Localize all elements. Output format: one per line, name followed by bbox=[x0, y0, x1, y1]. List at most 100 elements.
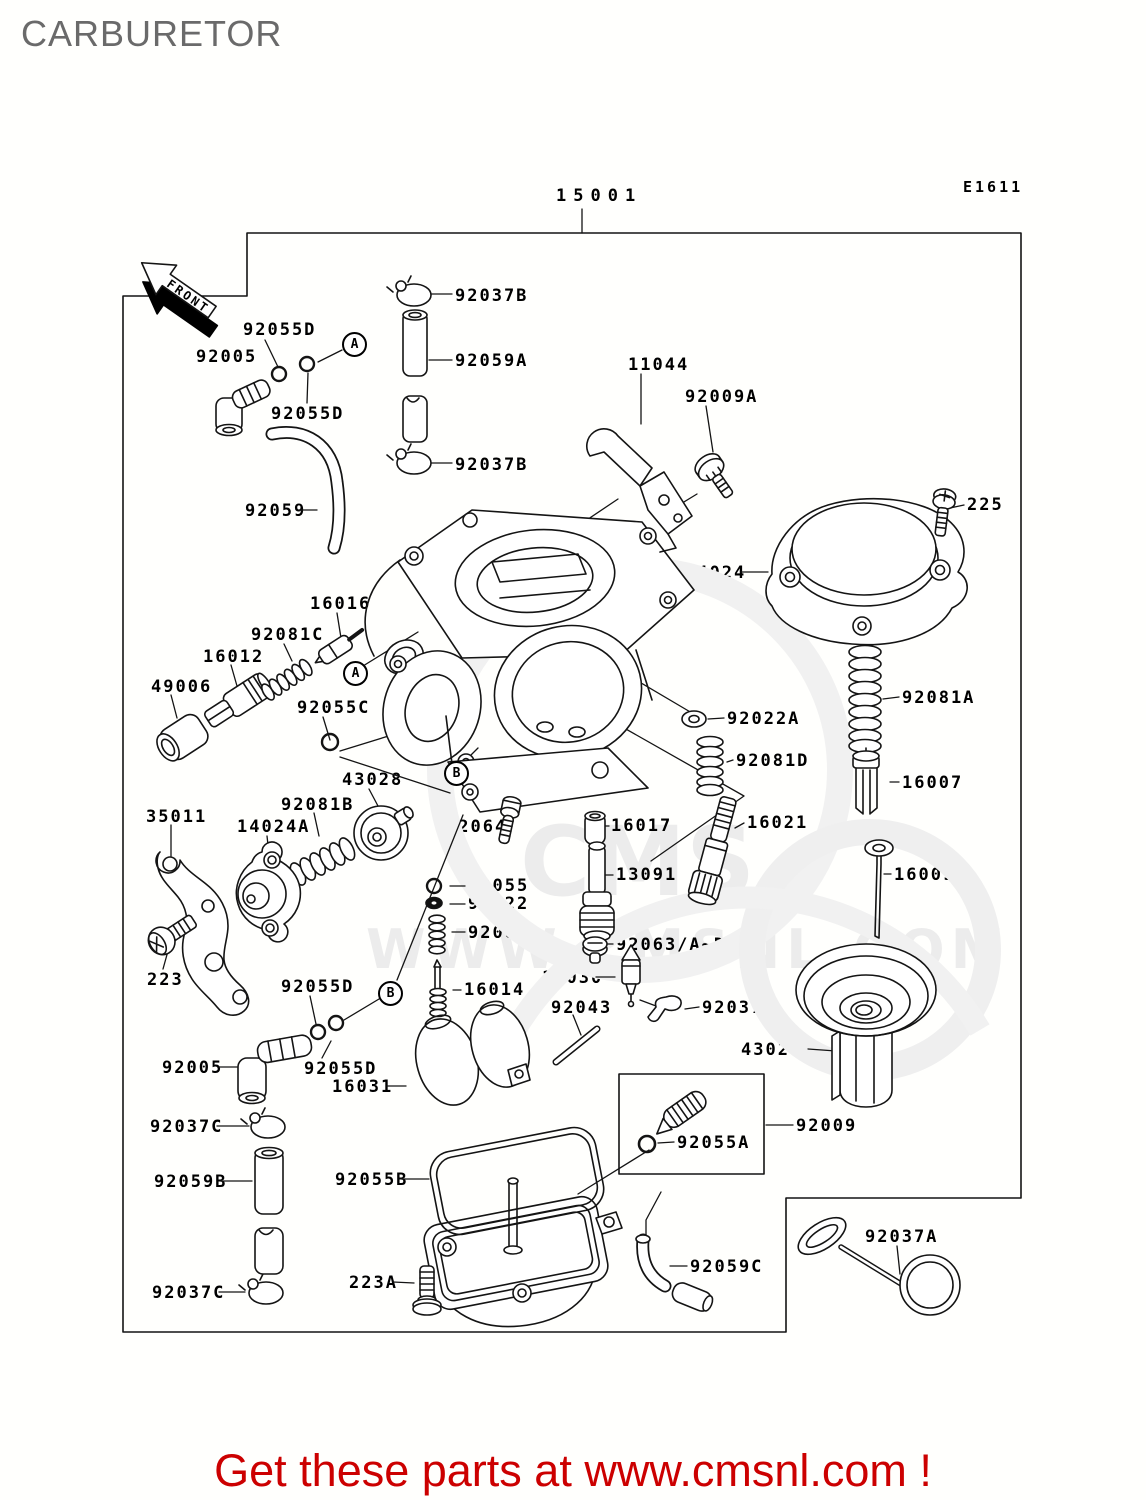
part-label-11044[interactable]: 11044 bbox=[628, 355, 690, 375]
spring-92081b bbox=[289, 837, 356, 886]
bracket-35011 bbox=[155, 851, 250, 1016]
part-label-225[interactable]: 225 bbox=[967, 495, 1004, 515]
oring-92055 bbox=[425, 877, 443, 895]
jet-92063 bbox=[582, 936, 608, 964]
oring-92055d-1 bbox=[270, 365, 288, 383]
part-label-92055a[interactable]: 92055A bbox=[677, 1133, 751, 1153]
spring-seat-16007 bbox=[852, 747, 880, 815]
top-cover-14024 bbox=[765, 497, 968, 646]
part-label-16031[interactable]: 16031 bbox=[332, 1077, 394, 1097]
part-label-92043[interactable]: 92043 bbox=[551, 998, 613, 1018]
screw-225 bbox=[932, 488, 957, 537]
part-label-92059[interactable]: 92059 bbox=[245, 501, 307, 521]
cmsnl-promo-link[interactable]: Get these parts at www.cmsnl.com ! bbox=[214, 1445, 932, 1496]
part-label-92055d-1[interactable]: 92055D bbox=[243, 320, 317, 340]
ref-marker-a2: A bbox=[343, 661, 368, 686]
part-label-16012[interactable]: 16012 bbox=[203, 647, 265, 667]
part-label-92081d[interactable]: 92081D bbox=[736, 751, 810, 771]
bracket-11044 bbox=[586, 428, 693, 553]
part-label-16016[interactable]: 16016 bbox=[310, 594, 372, 614]
ref-marker-b2: B bbox=[378, 981, 403, 1006]
front-arrow: FRONT bbox=[140, 261, 219, 338]
fitting-92005-bottom bbox=[237, 1034, 313, 1105]
part-label-92055d-3[interactable]: 92055D bbox=[281, 977, 355, 997]
part-label-92037b-1[interactable]: 92037B bbox=[455, 286, 529, 306]
screw-16012 bbox=[203, 672, 274, 728]
gasket-92055b bbox=[429, 1126, 605, 1236]
part-label-92059c[interactable]: 92059C bbox=[690, 1257, 764, 1277]
clamp-92037c-1 bbox=[240, 1107, 286, 1139]
spring-92081d bbox=[696, 735, 724, 797]
spring-92081 bbox=[428, 914, 446, 955]
rod-16016 bbox=[314, 627, 365, 665]
part-label-92037c-1[interactable]: 92037C bbox=[150, 1117, 224, 1137]
diaphragm-43028 bbox=[353, 805, 414, 861]
part-label-49006[interactable]: 49006 bbox=[151, 677, 213, 697]
oring-92055d-4 bbox=[327, 1014, 345, 1032]
part-label-92037c-2[interactable]: 92037C bbox=[152, 1283, 226, 1303]
part-label-92055d-2[interactable]: 92055D bbox=[271, 404, 345, 424]
washer-92022a bbox=[681, 710, 707, 728]
clamp-92037c-2 bbox=[238, 1273, 284, 1305]
diagram-border bbox=[122, 232, 1022, 1333]
part-label-92009[interactable]: 92009 bbox=[796, 1116, 858, 1136]
clip-92037 bbox=[647, 995, 682, 1023]
oring-92055a bbox=[637, 1134, 657, 1154]
part-label-92005-2[interactable]: 92005 bbox=[162, 1058, 224, 1078]
air-screw-92009 bbox=[656, 1090, 707, 1135]
part-label-13091[interactable]: 13091 bbox=[616, 865, 678, 885]
ref-marker-b1: B bbox=[444, 761, 469, 786]
part-label-92009a[interactable]: 92009A bbox=[685, 387, 759, 407]
part-label-92055b[interactable]: 92055B bbox=[335, 1170, 409, 1190]
part-label-223[interactable]: 223 bbox=[147, 970, 184, 990]
part-label-223a[interactable]: 223A bbox=[349, 1273, 398, 1293]
part-label-92005-1[interactable]: 92005 bbox=[196, 347, 258, 367]
oring-92055d-3 bbox=[309, 1023, 327, 1041]
part-label-92037a[interactable]: 92037A bbox=[865, 1227, 939, 1247]
washer-92022 bbox=[425, 896, 443, 910]
pull-ring-92037a bbox=[797, 1216, 961, 1316]
screw-223a bbox=[412, 1265, 442, 1316]
clamp-92037b-1 bbox=[386, 275, 432, 307]
spacer-16017 bbox=[584, 810, 606, 845]
oring-92055c bbox=[320, 732, 340, 752]
subassembly-box-92009 bbox=[618, 1073, 765, 1175]
part-label-92081a[interactable]: 92081A bbox=[902, 688, 976, 708]
part-label-92055c[interactable]: 92055C bbox=[297, 698, 371, 718]
diaphragm-slide-43028a bbox=[795, 943, 937, 1108]
cap-49006 bbox=[156, 713, 209, 762]
part-label-43028[interactable]: 43028 bbox=[342, 770, 404, 790]
part-label-16021[interactable]: 16021 bbox=[747, 813, 809, 833]
part-label-92081b[interactable]: 92081B bbox=[281, 795, 355, 815]
part-label-92037b-2[interactable]: 92037B bbox=[455, 455, 529, 475]
part-label-92037[interactable]: 92037 bbox=[702, 998, 764, 1018]
part-label-16007[interactable]: 16007 bbox=[902, 773, 964, 793]
pilot-screw-16014 bbox=[429, 959, 447, 1018]
cover-14024a bbox=[235, 841, 302, 943]
part-label-14024a[interactable]: 14024A bbox=[237, 817, 311, 837]
part-label-92059a[interactable]: 92059A bbox=[455, 351, 529, 371]
jet-13091 bbox=[579, 841, 615, 942]
page-title: CARBURETOR bbox=[21, 13, 283, 54]
ref-marker-a1: A bbox=[342, 332, 367, 357]
assembly-number-label[interactable]: 15001 bbox=[556, 186, 643, 206]
part-label-92022a[interactable]: 92022A bbox=[727, 709, 801, 729]
part-label-35011[interactable]: 35011 bbox=[146, 807, 208, 827]
part-label-92055d-4[interactable]: 92055D bbox=[304, 1059, 378, 1079]
tube-92059a bbox=[402, 309, 428, 443]
jet-16021 bbox=[687, 796, 737, 906]
fitting-92005-top bbox=[215, 379, 271, 437]
hose-92059c bbox=[635, 1233, 714, 1312]
part-label-16014[interactable]: 16014 bbox=[464, 980, 526, 1000]
screw-92064 bbox=[498, 795, 522, 845]
clamp-92037b-2 bbox=[386, 443, 432, 475]
bolt-223 bbox=[147, 914, 198, 956]
part-label-92081c[interactable]: 92081C bbox=[251, 625, 325, 645]
oring-92055d-2 bbox=[298, 355, 316, 373]
spring-92081c bbox=[261, 658, 313, 701]
hose-92059 bbox=[265, 426, 346, 555]
part-label-92059b[interactable]: 92059B bbox=[154, 1172, 228, 1192]
part-label-16017[interactable]: 16017 bbox=[611, 816, 673, 836]
pin-92043 bbox=[552, 1025, 601, 1066]
